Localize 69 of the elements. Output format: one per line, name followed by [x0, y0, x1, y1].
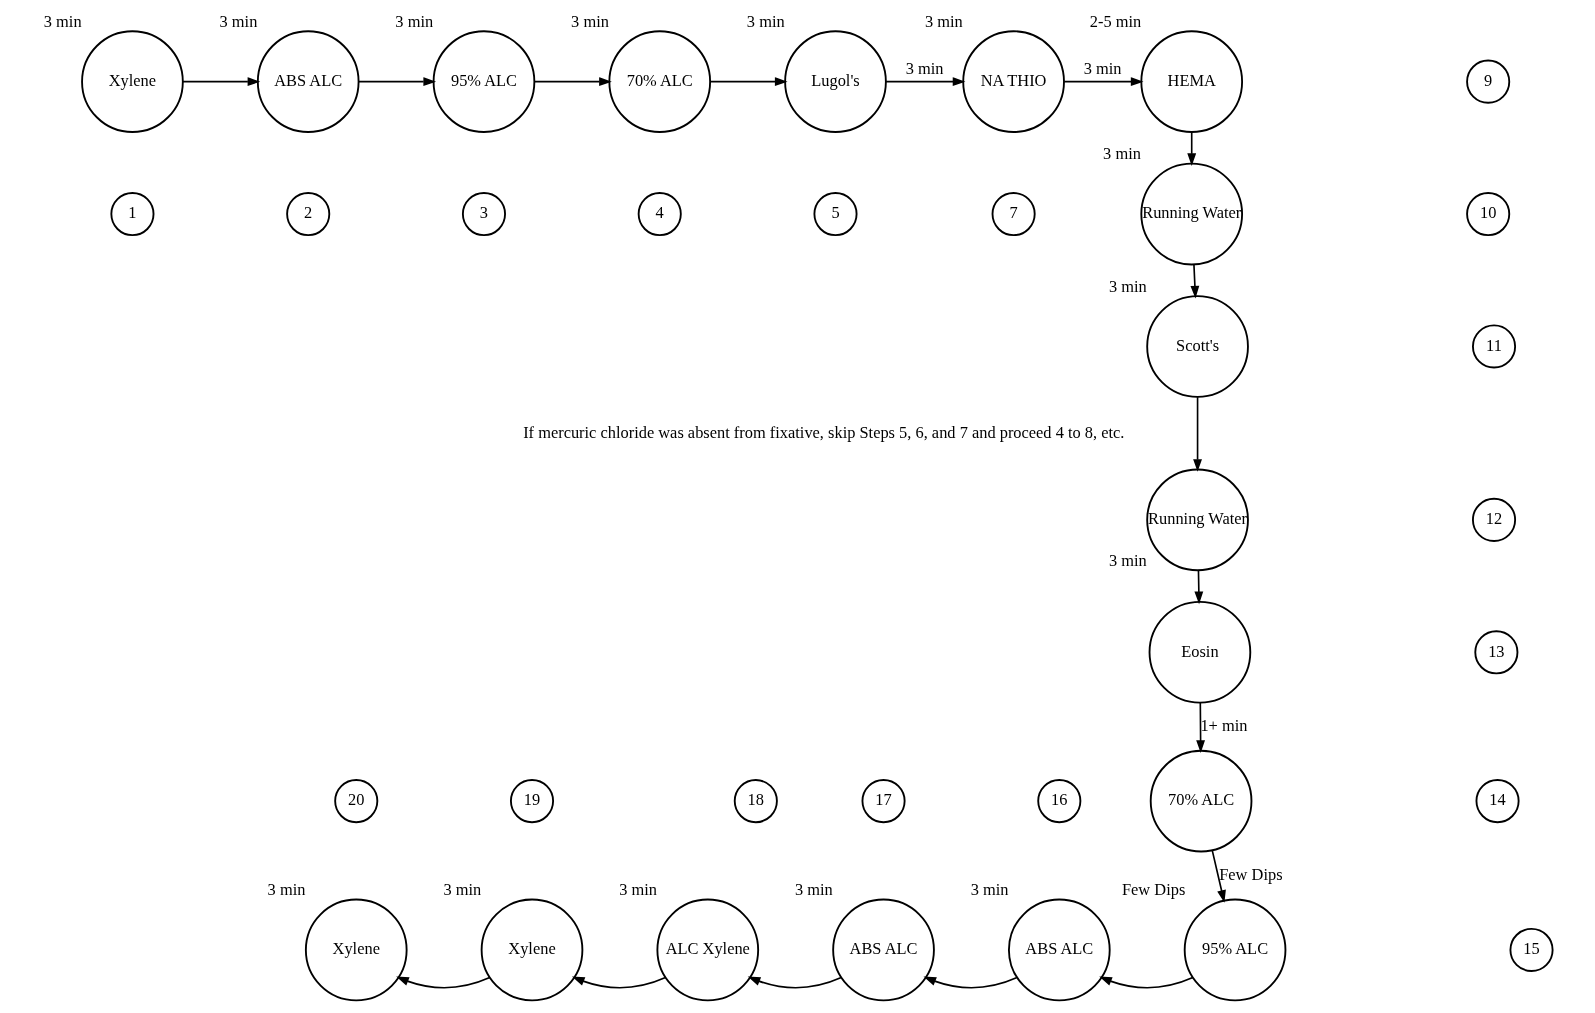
arrow	[533, 76, 612, 86]
node-circle: 20	[333, 778, 378, 823]
node-label: 3 min	[970, 879, 1008, 899]
node-circle: 19	[509, 778, 554, 823]
node-circle: 14	[1475, 778, 1520, 823]
node-circle: 7	[991, 191, 1036, 236]
arrow	[571, 976, 666, 988]
node-circle: 95% ALC	[1183, 898, 1286, 1001]
node-circle: ABS ALC	[256, 29, 360, 133]
node-circle: 10	[1465, 191, 1510, 236]
node-label: 3 min	[1108, 550, 1147, 570]
node-label: Few Dips	[1121, 879, 1185, 899]
node-circle: 2	[285, 191, 330, 236]
arrow	[181, 76, 260, 86]
arrow	[1195, 701, 1205, 753]
arrow	[708, 76, 788, 86]
edge-label: 1+ min	[1199, 715, 1247, 735]
node-circle: 3	[461, 191, 506, 236]
node-label: 3 min	[924, 11, 963, 31]
node-label: 3 min	[1108, 276, 1147, 296]
node-label: 3 min	[1102, 143, 1141, 163]
node-circle: 12	[1471, 497, 1516, 542]
node-circle: 70% ALC	[1149, 749, 1252, 852]
node-label: 3 min	[43, 11, 82, 31]
arrow	[357, 76, 436, 86]
arrow	[1211, 849, 1226, 903]
node-circle: Xylene	[80, 29, 184, 133]
node-circle: 9	[1465, 59, 1510, 104]
arrow	[747, 976, 842, 988]
node-label: 3 min	[570, 11, 609, 31]
arrow	[1062, 76, 1143, 86]
node-circle: NA THIO	[961, 29, 1065, 133]
arrow	[1192, 395, 1202, 472]
node-label: 2-5 min	[1089, 11, 1141, 31]
node-label: 3 min	[794, 879, 833, 899]
node-circle: 16	[1036, 778, 1081, 823]
node-label: 3 min	[618, 879, 657, 899]
node-circle: Scott's	[1145, 294, 1249, 398]
node-circle: Eosin	[1148, 600, 1251, 704]
label: If mercuric chloride was absent from fixative, skip Steps 5, 6, and 7 and proceed 4 to 8, etc.	[522, 422, 1124, 442]
arrow	[395, 976, 491, 988]
node-circle: 70% ALC	[607, 29, 711, 133]
node-circle: 4	[637, 191, 682, 236]
node-circle: 11	[1471, 323, 1516, 368]
arrow	[1186, 131, 1196, 166]
node-circle: Running Water	[1145, 468, 1249, 571]
arrow	[1189, 263, 1199, 299]
node-label: 3 min	[267, 879, 305, 899]
node-circle: Running Water	[1139, 162, 1243, 265]
arrow	[922, 976, 1018, 988]
arrow	[1098, 976, 1194, 988]
node-circle: 13	[1473, 629, 1518, 674]
node-label: 3 min	[442, 879, 481, 899]
node-label: 3 min	[219, 11, 257, 31]
node-circle: HEMA	[1139, 29, 1243, 133]
node-circle: 15	[1509, 927, 1554, 972]
edge-label: 3 min	[1083, 58, 1122, 78]
arrow	[884, 76, 965, 86]
node-label: 3 min	[394, 11, 433, 31]
arrow	[1193, 569, 1203, 604]
node-circle: 17	[861, 778, 906, 823]
edge-label: Few Dips	[1218, 864, 1283, 884]
node-circle: Lugol's	[783, 29, 887, 133]
node-circle: 5	[812, 191, 858, 236]
node-circle: 18	[733, 778, 778, 823]
node-circle: 1	[109, 191, 154, 236]
edge-label: 3 min	[905, 58, 943, 78]
node-circle: 95% ALC	[432, 29, 535, 133]
node-label: 3 min	[746, 11, 785, 31]
